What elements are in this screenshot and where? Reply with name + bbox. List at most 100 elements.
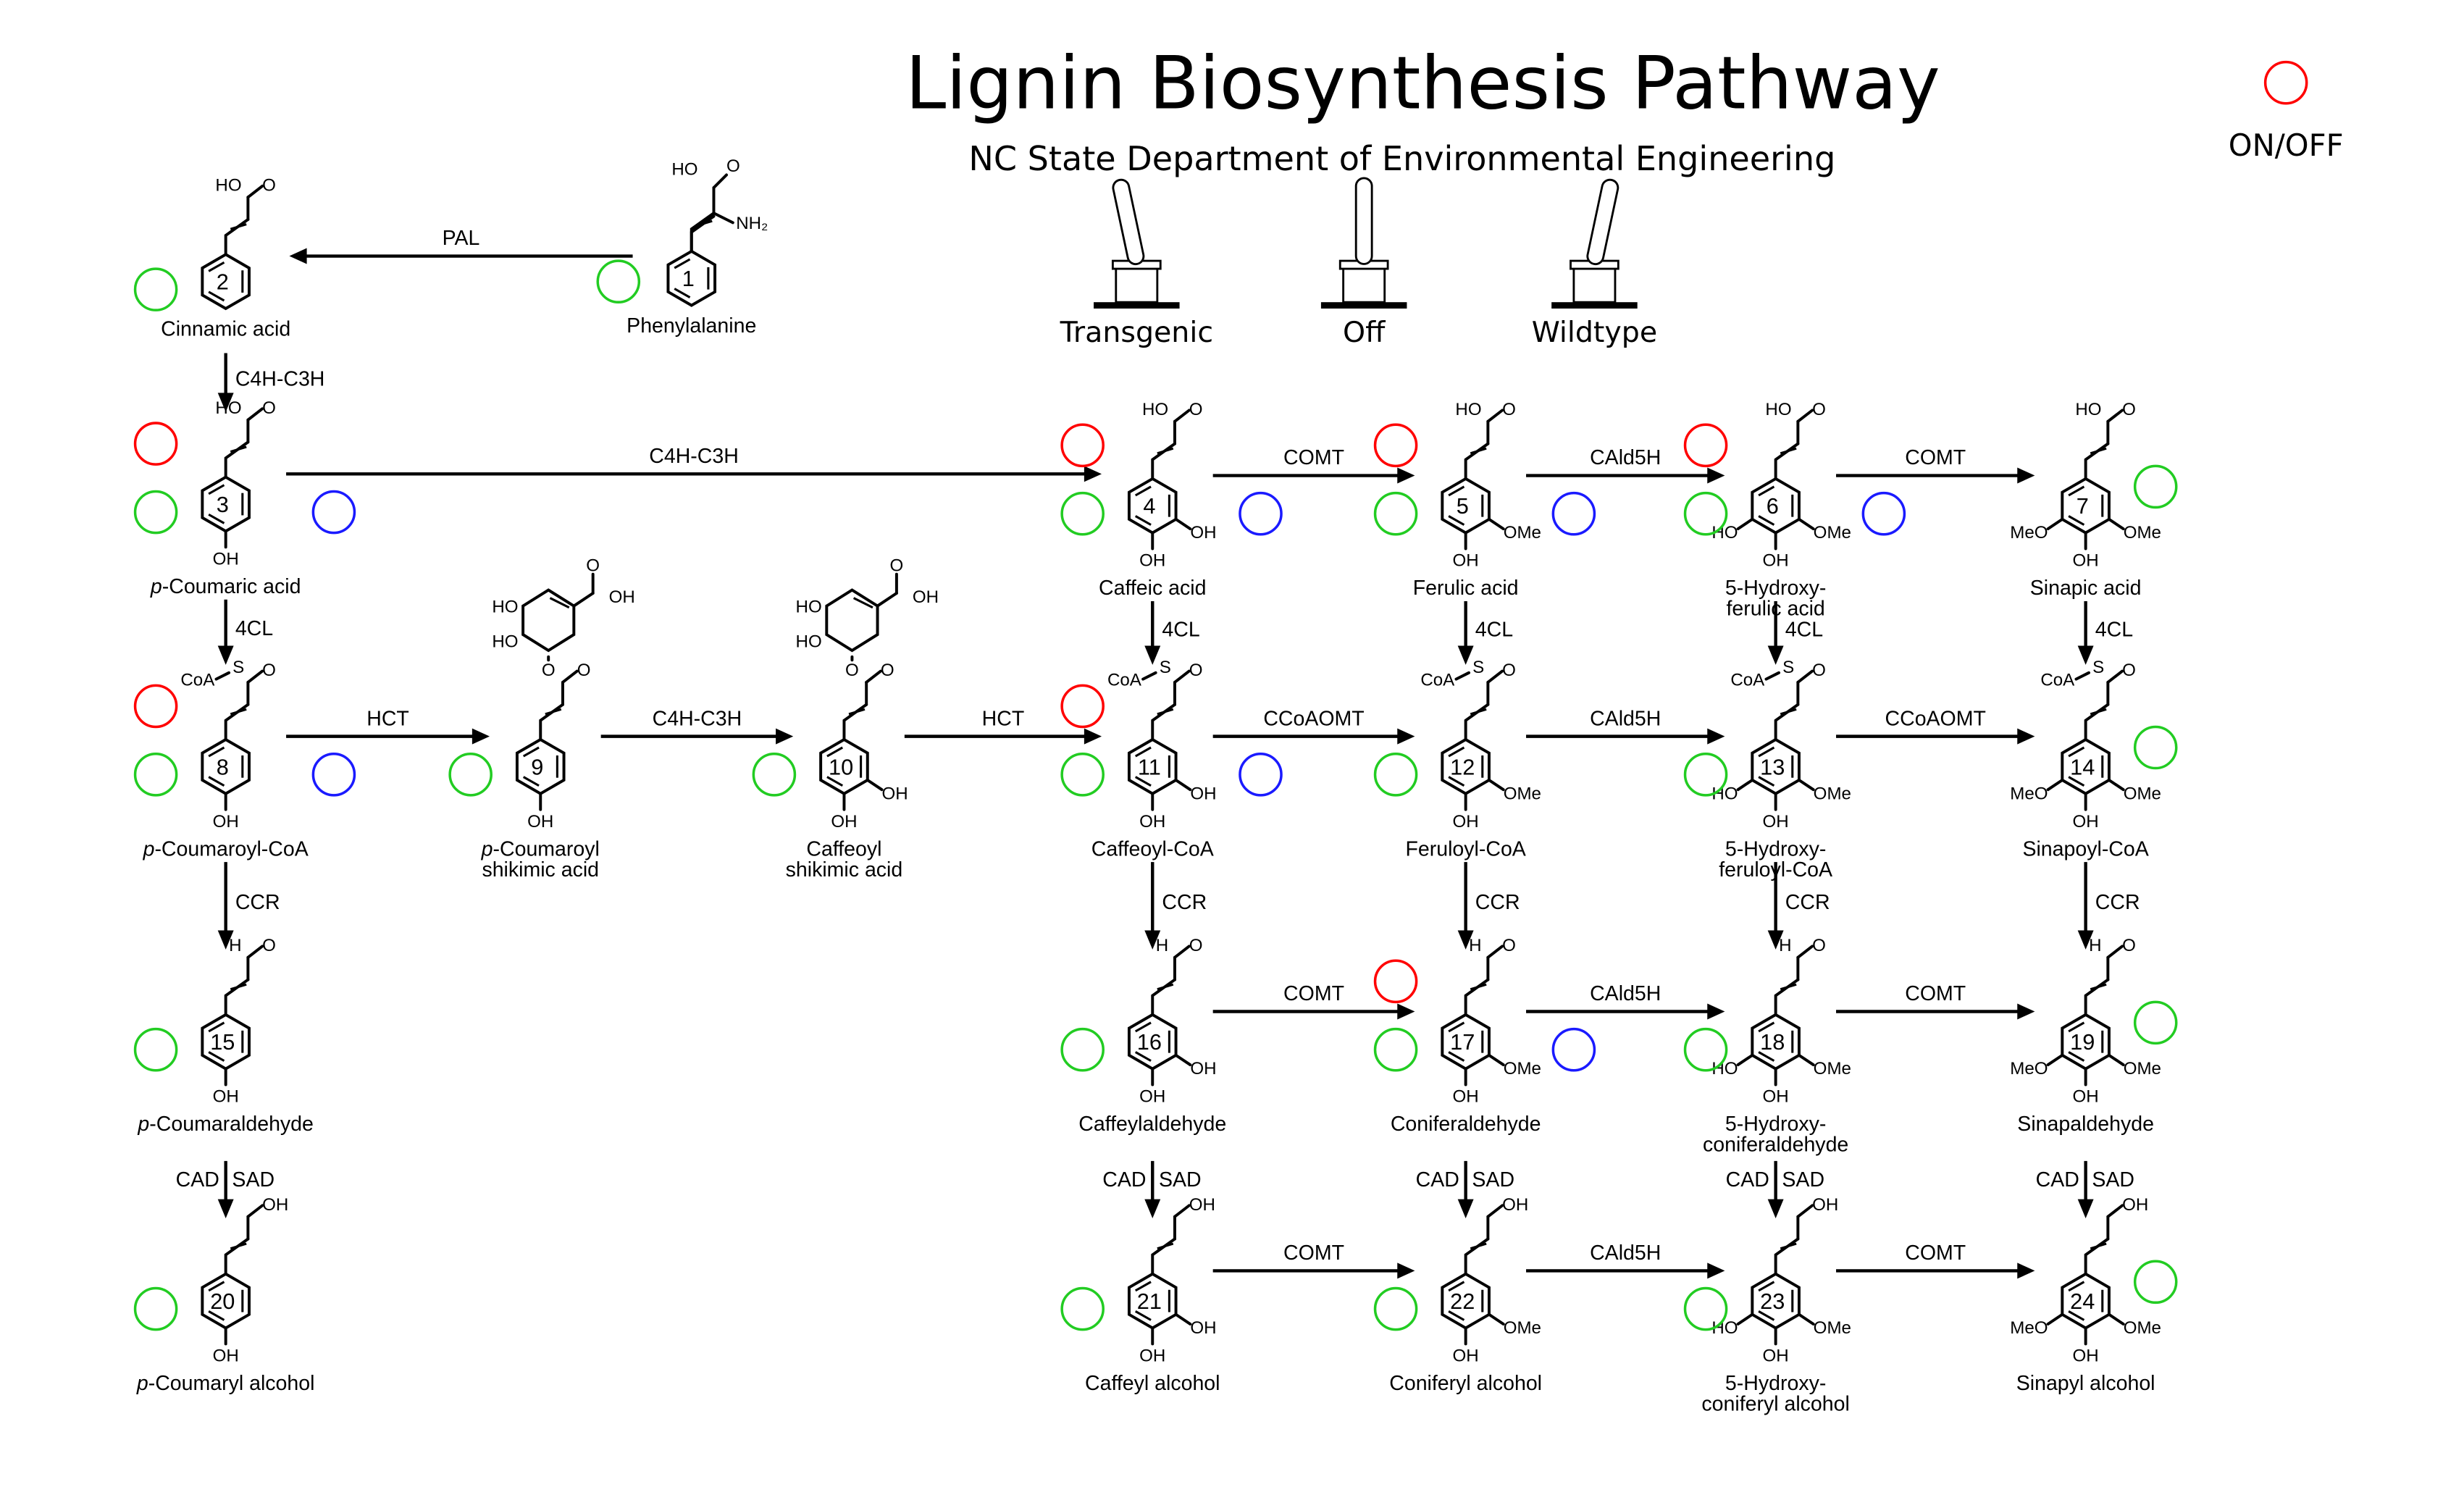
svg-text:OMe: OMe bbox=[1814, 523, 1851, 543]
enzyme-label: CAD bbox=[1102, 1168, 1146, 1192]
state-marker-red-compound-11[interactable] bbox=[1060, 684, 1105, 729]
state-marker-green-compound-14[interactable] bbox=[2133, 725, 2178, 770]
state-marker-green-compound-20[interactable] bbox=[133, 1286, 178, 1331]
compound-number: 16 bbox=[1137, 1029, 1162, 1055]
arrow-head-icon bbox=[217, 1199, 234, 1218]
on-off-legend: ON/OFF bbox=[2229, 60, 2344, 163]
compound-number: 24 bbox=[2070, 1289, 2095, 1314]
state-marker-green-compound-4[interactable] bbox=[1060, 491, 1105, 536]
state-marker-red-compound-8[interactable] bbox=[133, 684, 178, 729]
svg-text:OH: OH bbox=[1453, 1347, 1479, 1366]
svg-text:O: O bbox=[845, 661, 859, 680]
on-off-label: ON/OFF bbox=[2229, 127, 2344, 163]
state-marker-green-compound-22[interactable] bbox=[1373, 1286, 1418, 1331]
enzyme-label: CCR bbox=[1785, 891, 1830, 914]
arrow-head-icon bbox=[1144, 645, 1161, 665]
state-marker-green-compound-5[interactable] bbox=[1373, 491, 1418, 536]
toggle-off[interactable]: Off bbox=[1320, 177, 1407, 349]
state-marker-green-compound-12[interactable] bbox=[1373, 753, 1418, 797]
svg-text:OH: OH bbox=[2073, 812, 2099, 832]
enzyme-label: CCR bbox=[235, 891, 280, 914]
svg-text:CoA: CoA bbox=[1420, 670, 1455, 690]
state-marker-blue-compound-4[interactable] bbox=[1239, 491, 1283, 536]
enzyme-label: HCT bbox=[982, 707, 1025, 730]
compound-number: 13 bbox=[1760, 754, 1785, 779]
state-marker-green-compound-18[interactable] bbox=[1683, 1027, 1728, 1072]
svg-text:CoA: CoA bbox=[1730, 670, 1765, 690]
enzyme-label: C4H-C3H bbox=[235, 367, 325, 390]
state-marker-green-compound-9[interactable] bbox=[448, 753, 493, 797]
on-off-legend-circle[interactable] bbox=[2263, 60, 2308, 105]
reaction-arrow: COMT bbox=[1212, 982, 1415, 1020]
svg-text:OH: OH bbox=[1139, 1087, 1165, 1107]
svg-text:OH: OH bbox=[1453, 551, 1479, 571]
arrow-head-icon bbox=[472, 728, 490, 745]
svg-text:OMe: OMe bbox=[2124, 784, 2161, 803]
state-marker-green-compound-7[interactable] bbox=[2133, 464, 2178, 509]
svg-text:OMe: OMe bbox=[1814, 1318, 1851, 1338]
state-marker-blue-compound-3[interactable] bbox=[311, 490, 356, 535]
compound-name: Caffeoyl-CoA bbox=[1091, 837, 1214, 860]
state-marker-green-compound-1[interactable] bbox=[596, 259, 641, 303]
state-marker-green-compound-2[interactable] bbox=[133, 267, 178, 311]
state-marker-red-compound-4[interactable] bbox=[1060, 423, 1105, 468]
arrow-head-icon bbox=[1084, 728, 1102, 745]
state-marker-green-compound-21[interactable] bbox=[1060, 1286, 1105, 1331]
state-marker-green-compound-6[interactable] bbox=[1683, 491, 1728, 536]
compound-name: Coniferaldehyde bbox=[1391, 1113, 1541, 1136]
svg-text:O: O bbox=[1502, 936, 1516, 955]
compound-number: 23 bbox=[1760, 1289, 1785, 1314]
state-marker-green-compound-3[interactable] bbox=[133, 490, 178, 535]
compound-number: 14 bbox=[2070, 754, 2095, 779]
arrow-head-icon bbox=[1144, 930, 1161, 950]
state-marker-blue-compound-6[interactable] bbox=[1861, 491, 1906, 536]
state-marker-red-compound-5[interactable] bbox=[1373, 423, 1418, 468]
svg-text:OH: OH bbox=[213, 1347, 239, 1366]
compound-number: 20 bbox=[210, 1289, 235, 1314]
compound-name: p-Coumaroyl-CoA bbox=[143, 837, 309, 860]
state-marker-blue-compound-17[interactable] bbox=[1551, 1027, 1596, 1072]
state-marker-green-compound-8[interactable] bbox=[133, 753, 178, 797]
state-marker-green-compound-17[interactable] bbox=[1373, 1027, 1418, 1072]
state-marker-green-compound-19[interactable] bbox=[2133, 1000, 2178, 1045]
state-marker-green-compound-11[interactable] bbox=[1060, 753, 1105, 797]
state-marker-green-compound-23[interactable] bbox=[1683, 1286, 1728, 1331]
svg-text:CoA: CoA bbox=[1107, 670, 1142, 690]
state-marker-green-compound-15[interactable] bbox=[133, 1027, 178, 1072]
arrow-head-icon bbox=[776, 728, 794, 745]
compound-number: 18 bbox=[1760, 1029, 1785, 1055]
state-marker-red-compound-6[interactable] bbox=[1683, 423, 1728, 468]
toggle-transgenic[interactable]: Transgenic bbox=[1060, 178, 1213, 349]
state-marker-blue-compound-5[interactable] bbox=[1551, 491, 1596, 536]
state-marker-green-compound-16[interactable] bbox=[1060, 1027, 1105, 1072]
toggle-wildtype[interactable]: Wildtype bbox=[1532, 178, 1657, 349]
arrow-head-icon bbox=[289, 248, 307, 264]
arrow-head-icon bbox=[1457, 645, 1474, 665]
svg-text:OH: OH bbox=[213, 1087, 239, 1107]
svg-text:OMe: OMe bbox=[2124, 1318, 2161, 1338]
compound-name: coniferaldehyde bbox=[1703, 1134, 1848, 1157]
state-marker-blue-compound-11[interactable] bbox=[1239, 753, 1283, 797]
svg-text:OH: OH bbox=[882, 784, 908, 803]
state-marker-blue-compound-8[interactable] bbox=[311, 753, 356, 797]
svg-text:S: S bbox=[1782, 658, 1794, 677]
state-marker-green-compound-13[interactable] bbox=[1683, 753, 1728, 797]
state-marker-green-compound-10[interactable] bbox=[752, 753, 797, 797]
state-marker-red-compound-17[interactable] bbox=[1373, 959, 1418, 1004]
svg-text:HO: HO bbox=[796, 632, 822, 652]
enzyme-label: 4CL bbox=[235, 617, 273, 640]
compound-name: p-Coumaric acid bbox=[150, 575, 301, 598]
state-marker-red-compound-3[interactable] bbox=[133, 422, 178, 466]
benzene-ring bbox=[201, 253, 251, 311]
enzyme-label: PAL bbox=[443, 227, 480, 250]
enzyme-label: COMT bbox=[1283, 446, 1344, 469]
arrow-head-icon bbox=[217, 393, 234, 412]
compound-number: 12 bbox=[1450, 754, 1475, 779]
compound-name: p-Coumaraldehyde bbox=[137, 1113, 313, 1136]
arrow-head-icon bbox=[1767, 645, 1784, 665]
state-marker-green-compound-24[interactable] bbox=[2133, 1260, 2178, 1305]
